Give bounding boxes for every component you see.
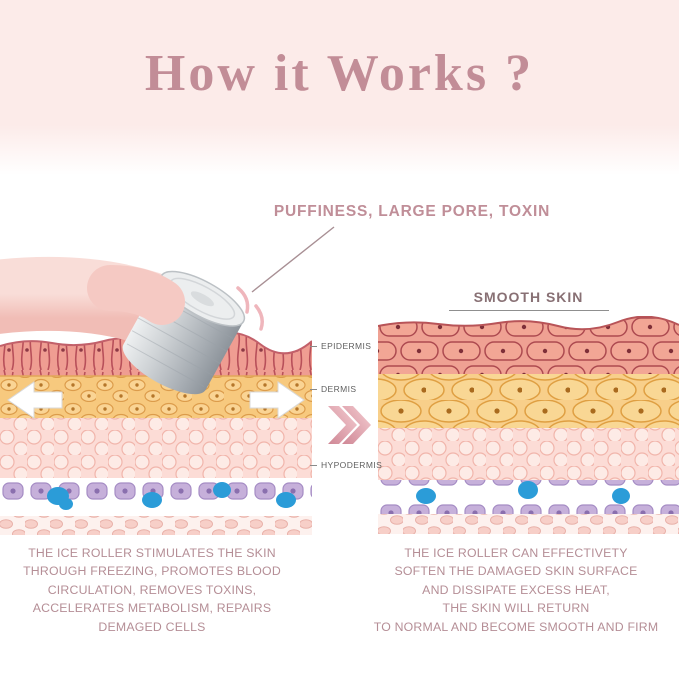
dermis-layer	[378, 374, 679, 428]
fat-layer	[0, 418, 312, 478]
caption-line: THROUGH FREEZING, PROMOTES BLOOD	[23, 564, 281, 579]
motion-tick-icon	[236, 286, 264, 331]
caption-line: AND DISSIPATE EXCESS HEAT,	[422, 582, 610, 597]
ice-roller-illustration	[0, 257, 264, 395]
result-label: SMOOTH SKIN	[473, 289, 584, 305]
problem-callout-label: PUFFINESS, LARGE PORE, TOXIN	[273, 203, 551, 220]
layer-label-text: DERMIS	[321, 384, 357, 394]
result-underline	[449, 310, 609, 311]
leader-tick	[310, 464, 317, 466]
layer-label-epidermis: EPIDERMIS	[310, 341, 371, 351]
skin-surface-line	[378, 316, 679, 331]
layer-label-hypodermis: HYPODERMIS	[310, 460, 382, 470]
caption-line: SOFTEN THE DAMAGED SKIN SURFACE	[394, 564, 638, 579]
arrow-left-icon	[7, 381, 63, 419]
caption-line: TO NORMAL AND BECOME SMOOTH AND FIRM	[373, 619, 659, 634]
leader-tick	[310, 345, 317, 347]
fat-layer	[378, 428, 679, 480]
caption-line: DEMAGED CELLS	[98, 619, 206, 634]
bottom-cell-row	[378, 514, 679, 534]
caption-line: CIRCULATION, REMOVES TOXINS,	[47, 582, 257, 597]
transform-chevron-icon	[328, 406, 371, 444]
before-caption: THE ICE ROLLER STIMULATES THE SKIN THROU…	[12, 544, 292, 636]
skin-diagram-before	[0, 332, 312, 535]
caption-line: THE ICE ROLLER CAN EFFECTIVETY	[404, 546, 628, 560]
bottom-cell-row	[0, 516, 312, 535]
skin-diagram-after	[378, 316, 679, 534]
blue-cells	[416, 481, 630, 504]
layer-label-text: HYPODERMIS	[321, 460, 383, 470]
callout-leader-line	[251, 226, 335, 293]
epidermis-layer	[378, 316, 679, 374]
after-caption: THE ICE ROLLER CAN EFFECTIVETY SOFTEN TH…	[370, 544, 662, 636]
roller-handle-fork	[87, 265, 185, 325]
caption-line: ACCELERATES METABOLISM, REPAIRS	[32, 601, 272, 616]
arrow-right-icon	[249, 381, 305, 419]
layer-label-text: EPIDERMIS	[321, 341, 372, 351]
leader-tick	[310, 388, 317, 390]
layer-label-dermis: DERMIS	[310, 384, 356, 394]
page-title: How it Works ?	[144, 45, 535, 102]
blue-cells	[47, 482, 296, 510]
caption-line: THE ICE ROLLER STIMULATES THE SKIN	[28, 546, 276, 560]
caption-line: THE SKIN WILL RETURN	[442, 601, 590, 616]
